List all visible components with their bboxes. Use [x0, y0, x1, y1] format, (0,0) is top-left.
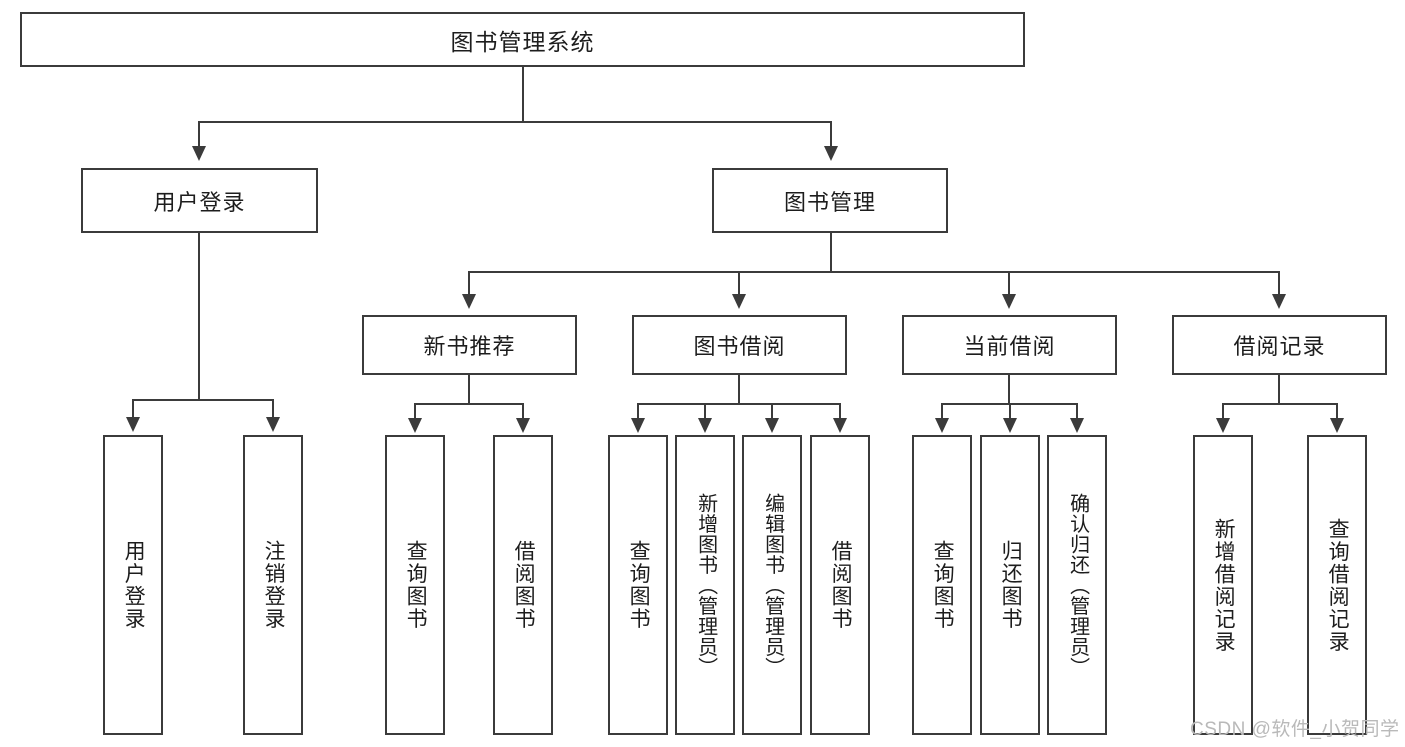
arrow-to-leaf-query-book-bb: [631, 418, 645, 433]
leaf-borrow-book-borrow[interactable]: 借阅图书: [810, 435, 870, 735]
node-user-login[interactable]: 用户登录: [81, 168, 318, 233]
connector-level3-drop-3: [1008, 271, 1010, 294]
leaf-logout-label: 注销登录: [262, 540, 286, 630]
connector-level2-bus: [198, 121, 832, 123]
connector-user-login-bus: [132, 399, 274, 401]
arrow-to-leaf-borrow-book-bb: [833, 418, 847, 433]
node-borrow-record-label: 借阅记录: [1233, 334, 1326, 359]
connector-book-borrow-drop-2: [704, 403, 706, 418]
leaf-query-book-current[interactable]: 查询图书: [912, 435, 972, 735]
arrow-to-book-borrow: [732, 294, 746, 309]
arrow-to-new-book: [462, 294, 476, 309]
leaf-add-borrow-record-label: 新增借阅记录: [1212, 517, 1236, 653]
watermark-text: CSDN @软件_小贺同学: [1190, 719, 1400, 740]
connector-current-borrow-drop-3: [1076, 403, 1078, 418]
connector-current-borrow-drop-2: [1009, 403, 1011, 418]
connector-level3-drop-1: [468, 271, 470, 294]
leaf-confirm-return-admin[interactable]: 确认归还（管理员）: [1047, 435, 1107, 735]
arrow-to-leaf-add-record: [1216, 418, 1230, 433]
connector-user-login-stem: [198, 233, 200, 401]
node-user-login-label: 用户登录: [153, 189, 246, 215]
connector-book-borrow-drop-4: [839, 403, 841, 418]
connector-user-login-drop-1: [132, 399, 134, 417]
node-root-label: 图书管理系统: [450, 28, 595, 55]
connector-book-management-stem: [830, 233, 832, 272]
arrow-to-borrow-record: [1272, 294, 1286, 309]
node-book-management[interactable]: 图书管理: [712, 168, 948, 233]
arrow-to-leaf-return-book: [1003, 418, 1017, 433]
node-book-management-label: 图书管理: [783, 189, 876, 215]
leaf-borrow-book-borrow-label: 借阅图书: [829, 540, 853, 630]
connector-book-borrow-bus: [637, 403, 841, 405]
leaf-query-book-new-label: 查询图书: [404, 540, 428, 630]
leaf-user-login[interactable]: 用户登录: [103, 435, 163, 735]
leaf-logout[interactable]: 注销登录: [243, 435, 303, 735]
connector-current-borrow-drop-1: [941, 403, 943, 418]
leaf-edit-book-admin[interactable]: 编辑图书（管理员）: [742, 435, 802, 735]
leaf-query-book-borrow-label: 查询图书: [627, 540, 651, 630]
leaf-add-borrow-record[interactable]: 新增借阅记录: [1193, 435, 1253, 735]
arrow-to-leaf-confirm-return: [1070, 418, 1084, 433]
leaf-confirm-return-admin-label: 确认归还（管理员）: [1066, 492, 1089, 678]
arrow-to-leaf-add-book: [698, 418, 712, 433]
arrow-to-leaf-user-login: [126, 417, 140, 432]
connector-borrow-record-stem: [1278, 375, 1280, 405]
node-current-borrow[interactable]: 当前借阅: [902, 315, 1117, 375]
connector-level2-drop-1: [198, 121, 200, 146]
arrow-to-leaf-query-book-nb: [408, 418, 422, 433]
arrow-to-leaf-query-book-cb: [935, 418, 949, 433]
node-new-book-recommend[interactable]: 新书推荐: [362, 315, 577, 375]
connector-root-stem: [522, 67, 524, 122]
node-root-system[interactable]: 图书管理系统: [20, 12, 1025, 67]
connector-new-book-drop-2: [522, 403, 524, 418]
connector-book-borrow-stem: [738, 375, 740, 405]
arrow-to-user-login: [192, 146, 206, 161]
leaf-query-book-new[interactable]: 查询图书: [385, 435, 445, 735]
node-book-borrow-label: 图书借阅: [693, 334, 786, 359]
leaf-query-borrow-record[interactable]: 查询借阅记录: [1307, 435, 1367, 735]
connector-book-borrow-drop-1: [637, 403, 639, 418]
arrow-to-current-borrow: [1002, 294, 1016, 309]
node-new-book-recommend-label: 新书推荐: [423, 334, 516, 359]
leaf-return-book[interactable]: 归还图书: [980, 435, 1040, 735]
connector-borrow-record-drop-2: [1336, 403, 1338, 418]
leaf-query-book-borrow[interactable]: 查询图书: [608, 435, 668, 735]
node-borrow-record[interactable]: 借阅记录: [1172, 315, 1387, 375]
connector-new-book-drop-1: [414, 403, 416, 418]
arrow-to-leaf-edit-book: [765, 418, 779, 433]
connector-book-borrow-drop-3: [771, 403, 773, 418]
connector-level3-drop-2: [738, 271, 740, 294]
arrow-to-book-management: [824, 146, 838, 161]
leaf-return-book-label: 归还图书: [999, 540, 1023, 630]
connector-new-book-bus: [414, 403, 524, 405]
leaf-user-login-label: 用户登录: [122, 540, 146, 630]
connector-level3-drop-4: [1278, 271, 1280, 294]
connector-user-login-drop-2: [272, 399, 274, 417]
arrow-to-leaf-logout: [266, 417, 280, 432]
connector-new-book-stem: [468, 375, 470, 405]
leaf-query-book-current-label: 查询图书: [931, 540, 955, 630]
connector-level3-bus: [468, 271, 1280, 273]
connector-level2-drop-2: [830, 121, 832, 146]
leaf-add-book-admin-label: 新增图书（管理员）: [694, 492, 717, 678]
node-book-borrow[interactable]: 图书借阅: [632, 315, 847, 375]
connector-borrow-record-drop-1: [1222, 403, 1224, 418]
leaf-borrow-book-new[interactable]: 借阅图书: [493, 435, 553, 735]
leaf-borrow-book-new-label: 借阅图书: [512, 540, 536, 630]
connector-borrow-record-bus: [1222, 403, 1338, 405]
node-current-borrow-label: 当前借阅: [963, 334, 1056, 359]
leaf-query-borrow-record-label: 查询借阅记录: [1326, 517, 1350, 653]
leaf-add-book-admin[interactable]: 新增图书（管理员）: [675, 435, 735, 735]
connector-current-borrow-stem: [1008, 375, 1010, 405]
arrow-to-leaf-query-record: [1330, 418, 1344, 433]
leaf-edit-book-admin-label: 编辑图书（管理员）: [761, 492, 784, 678]
arrow-to-leaf-borrow-book-nb: [516, 418, 530, 433]
